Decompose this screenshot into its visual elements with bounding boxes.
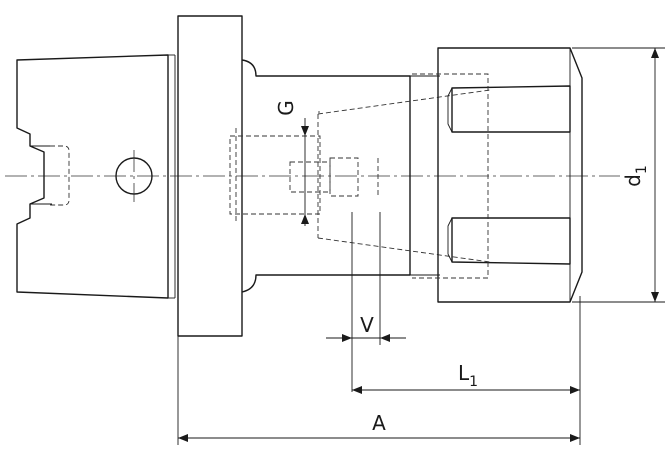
dimension-a: A: [177, 336, 580, 445]
body: [241, 59, 440, 293]
dimension-d1-label: d1: [621, 165, 650, 187]
dimension-g-label: G: [274, 100, 298, 116]
internal-bore: [229, 89, 491, 263]
dimension-l1-label: L1: [458, 361, 478, 390]
dimension-l1: L1: [352, 296, 581, 445]
taper-shank: [16, 54, 176, 299]
flange: [177, 15, 243, 337]
dimension-v-label: V: [360, 313, 374, 337]
dimension-d1: d1: [572, 47, 665, 303]
dimension-a-label: A: [372, 411, 386, 435]
dimension-g: G: [274, 100, 309, 226]
dimension-v: V: [326, 212, 406, 392]
clamping-nut: [412, 47, 583, 303]
